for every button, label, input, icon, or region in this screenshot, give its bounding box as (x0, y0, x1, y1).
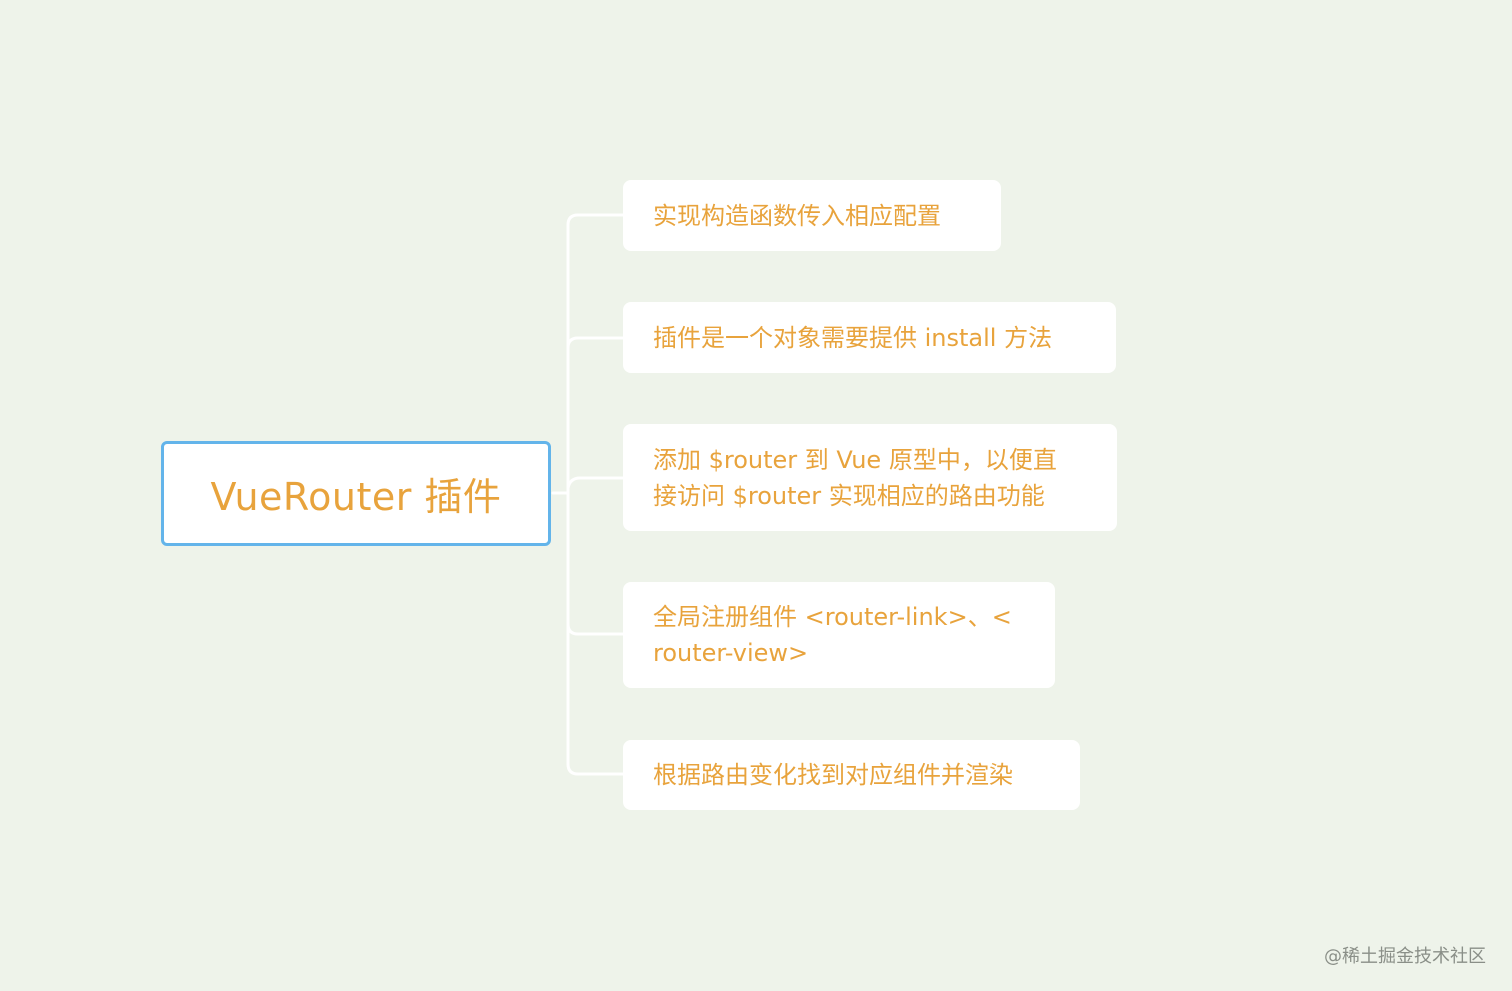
connector-child-3 (566, 476, 625, 490)
connector-child-5 (566, 491, 625, 776)
child-node-label: 添加 $router 到 Vue 原型中，以便直 接访问 $router 实现相… (653, 445, 1057, 510)
child-node-install[interactable]: 插件是一个对象需要提供 install 方法 (623, 302, 1116, 373)
child-node-constructor[interactable]: 实现构造函数传入相应配置 (623, 180, 1001, 251)
child-node-register-components[interactable]: 全局注册组件 <router-link>、< router-view> (623, 582, 1055, 688)
connector-child-2 (566, 336, 625, 350)
child-node-label: 实现构造函数传入相应配置 (653, 201, 941, 230)
root-node[interactable]: VueRouter 插件 (161, 441, 551, 546)
child-node-label: 全局注册组件 <router-link>、< router-view> (653, 603, 1012, 667)
root-node-label: VueRouter 插件 (210, 475, 502, 519)
child-node-label: 插件是一个对象需要提供 install 方法 (653, 323, 1053, 352)
child-node-label: 根据路由变化找到对应组件并渲染 (653, 761, 1013, 789)
watermark: @稀土掘金技术社区 (1324, 946, 1486, 967)
connector-child-4 (566, 622, 625, 636)
child-node-prototype[interactable]: 添加 $router 到 Vue 原型中，以便直 接访问 $router 实现相… (623, 424, 1117, 531)
child-node-render[interactable]: 根据路由变化找到对应组件并渲染 (623, 740, 1080, 810)
connector-child-1 (566, 213, 625, 495)
